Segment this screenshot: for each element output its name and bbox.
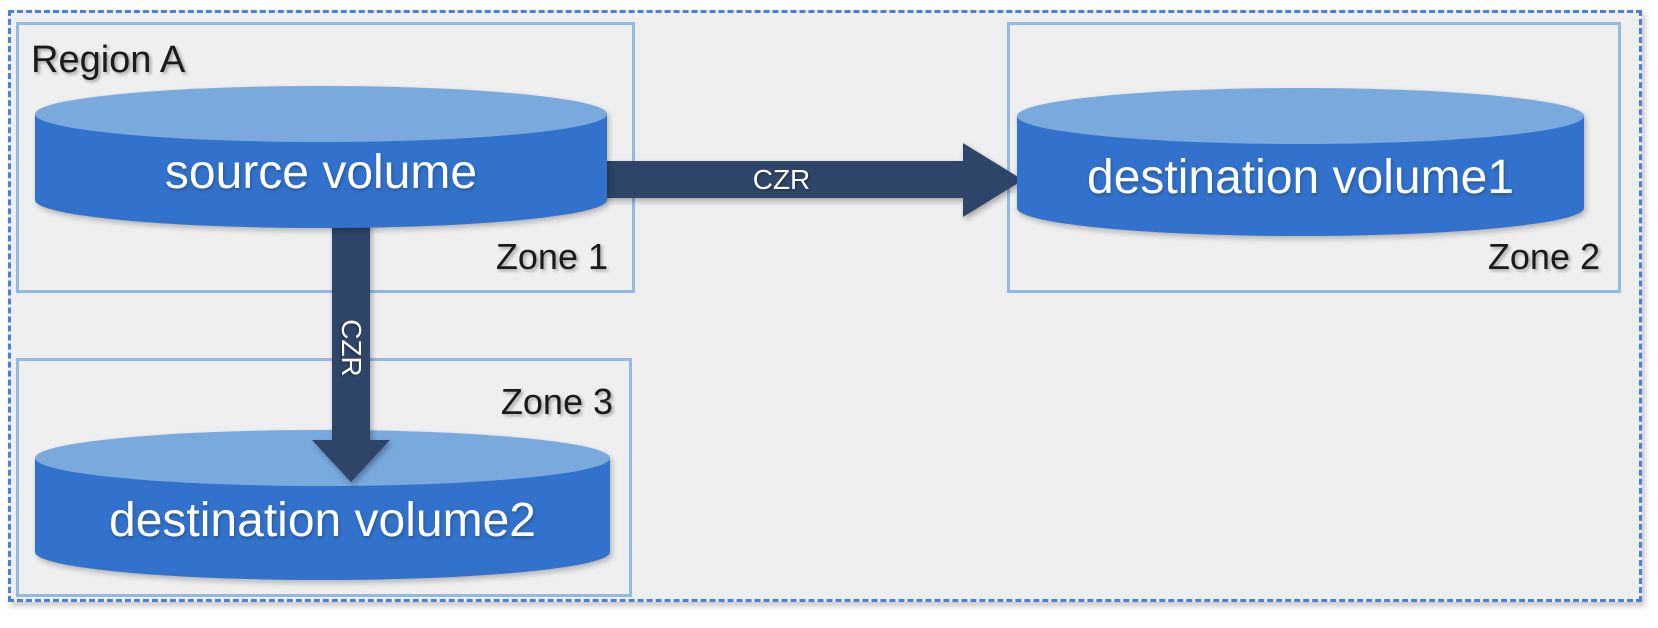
czr-arrow-right-label: CZR [752,163,811,195]
czr-arrow-down-label: CZR [336,319,367,377]
source-volume-label: source volume [164,145,478,199]
source-volume-cylinder: source volume [35,86,607,228]
zone-1-label: Zone 1 [495,236,608,277]
cylinder-bottom-ellipse [35,524,610,580]
zone-3-box: Zone 3 [16,358,632,597]
cylinder-bottom-ellipse [1017,180,1584,236]
destination-volume1-cylinder: destination volume1 [1017,88,1584,236]
czr-arrow-right: CZR [598,143,1025,217]
arrow-shaft [332,210,370,442]
arrow-shaft [598,161,965,198]
cylinder-bottom-ellipse [35,172,607,228]
zone-2-label: Zone 2 [1487,236,1600,277]
zone-3-label: Zone 3 [500,381,613,422]
destination-volume2-label: destination volume2 [109,493,536,547]
destination-volume1-label: destination volume1 [1087,150,1514,204]
cylinder-top-ellipse [35,430,610,486]
destination-volume2-cylinder: destination volume2 [35,430,610,580]
arrow-head-icon [963,143,1023,217]
arrow-head-icon [312,440,390,482]
cylinder-top-ellipse [1017,88,1584,144]
czr-arrow-down: CZR [312,210,390,482]
cylinder-top-ellipse [35,86,607,142]
zone-2-box: Zone 2 [1007,22,1621,293]
region-a-label: Region A [31,39,186,81]
zone-1-box: Zone 1 [16,22,635,293]
